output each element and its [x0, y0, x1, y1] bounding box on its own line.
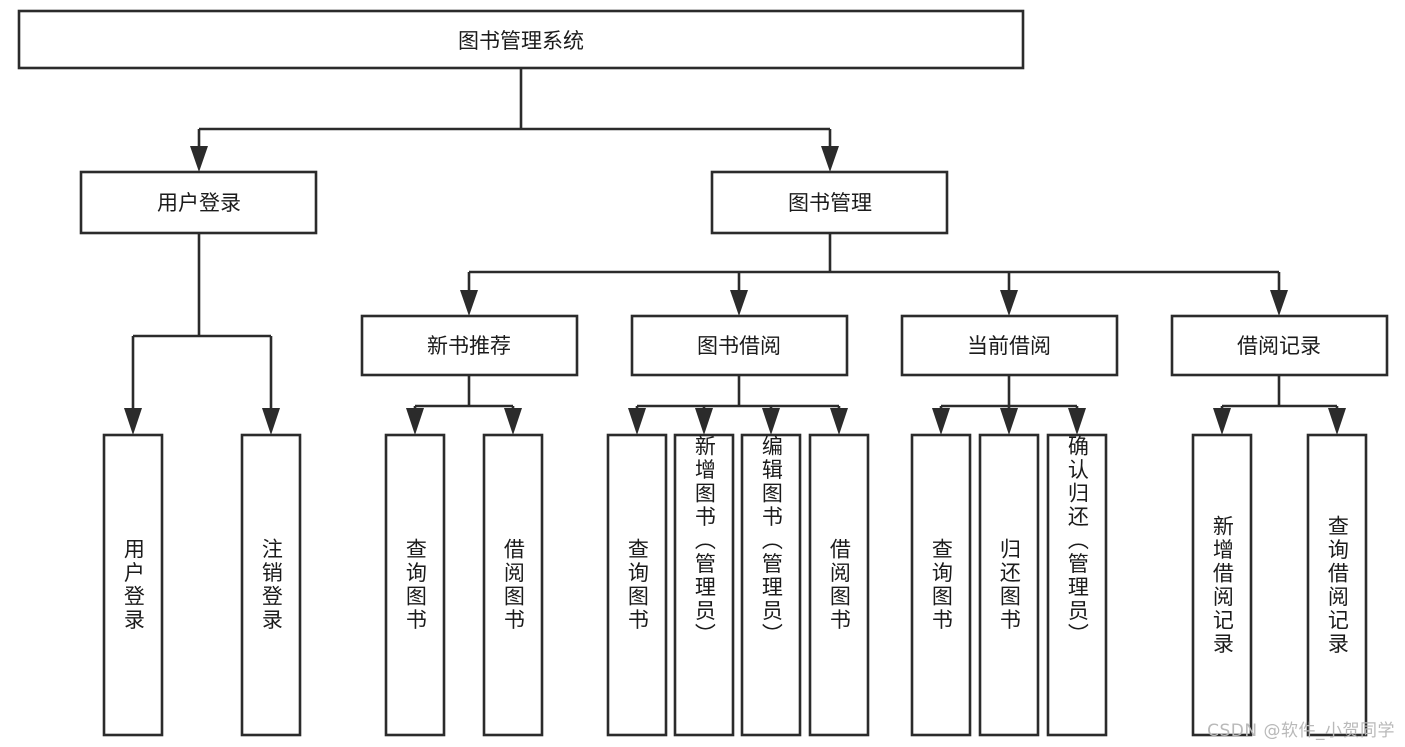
leaf-bookborrow-2[interactable]: [673, 433, 735, 737]
node-borrow-record[interactable]: [1170, 314, 1389, 377]
arrow-bookborrow-child-4: [830, 408, 848, 435]
arrow-to-user-login: [190, 146, 208, 172]
arrow-to-book-borrow: [730, 290, 748, 316]
node-user-login[interactable]: [79, 170, 318, 235]
arrow-currentborrow-child-1: [932, 408, 950, 435]
label-current-borrow: 当前借阅: [967, 334, 1051, 358]
label-book-manage: 图书管理: [788, 191, 872, 215]
label-book-borrow: 图书借阅: [697, 334, 781, 358]
leaf-currentborrow-3[interactable]: [1046, 433, 1108, 737]
leaf-borrowrecord-2[interactable]: [1306, 433, 1368, 737]
arrow-to-current-borrow: [1000, 290, 1018, 316]
arrow-borrowrecord-child-1: [1213, 408, 1231, 435]
node-current-borrow[interactable]: [900, 314, 1119, 377]
leaf-newbook-2[interactable]: [482, 433, 544, 737]
label-borrow-record: 借阅记录: [1237, 334, 1321, 358]
leaf-currentborrow-1[interactable]: [910, 433, 972, 737]
arrow-userlogin-child-2: [262, 408, 280, 435]
arrow-borrowrecord-child-2: [1328, 408, 1346, 435]
arrow-to-book-manage: [821, 146, 839, 172]
label-new-book-recommend: 新书推荐: [427, 334, 511, 358]
node-box-layer: [17, 9, 1389, 737]
leaf-currentborrow-2[interactable]: [978, 433, 1040, 737]
leaf-userlogin-1[interactable]: [102, 433, 164, 737]
node-book-manage[interactable]: [710, 170, 949, 235]
arrow-bookborrow-child-2: [695, 408, 713, 435]
horizontal-label-layer: 图书管理系统 用户登录 图书管理 新书推荐 图书借阅 当前借阅 借阅记录: [157, 29, 1321, 358]
arrow-userlogin-child-1: [124, 408, 142, 435]
label-user-login: 用户登录: [157, 191, 241, 215]
node-book-borrow[interactable]: [630, 314, 849, 377]
arrow-newbook-child-1: [406, 408, 424, 435]
node-root[interactable]: [17, 9, 1025, 70]
csdn-watermark: CSDN @软件_小贺同学: [1207, 721, 1395, 741]
leaf-userlogin-2[interactable]: [240, 433, 302, 737]
arrow-currentborrow-child-2: [1000, 408, 1018, 435]
leaf-borrowrecord-1[interactable]: [1191, 433, 1253, 737]
arrow-currentborrow-child-3: [1068, 408, 1086, 435]
arrow-to-new-book: [460, 290, 478, 316]
connector-layer: [124, 68, 1346, 435]
label-root: 图书管理系统: [458, 29, 584, 53]
node-new-book-recommend[interactable]: [360, 314, 579, 377]
arrow-to-borrow-record: [1270, 290, 1288, 316]
arrow-bookborrow-child-3: [762, 408, 780, 435]
leaf-bookborrow-4[interactable]: [808, 433, 870, 737]
leaf-newbook-1[interactable]: [384, 433, 446, 737]
leaf-bookborrow-1[interactable]: [606, 433, 668, 737]
leaf-bookborrow-3[interactable]: [740, 433, 802, 737]
arrow-newbook-child-2: [504, 408, 522, 435]
arrow-bookborrow-child-1: [628, 408, 646, 435]
